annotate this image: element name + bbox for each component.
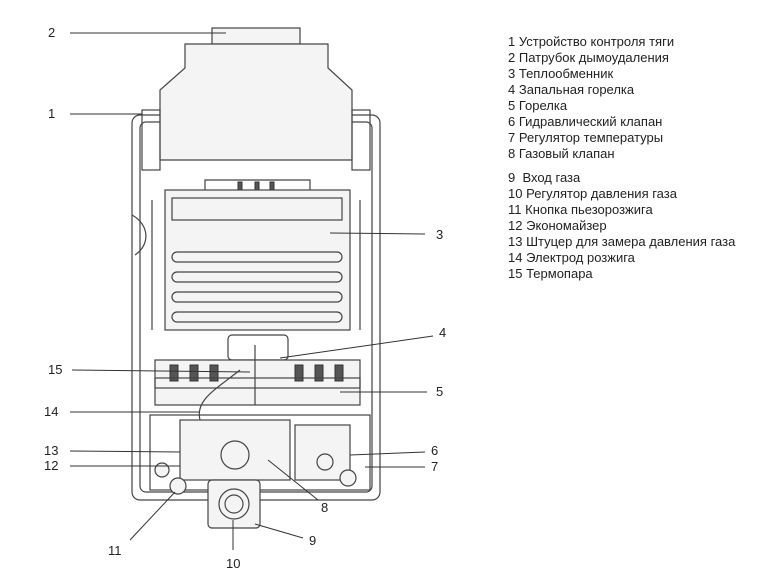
callout-4: 4	[439, 325, 446, 340]
callout-numbers: 2 1 3 4 15 5 14 6 13 12 7 8 9 10 11	[44, 25, 446, 571]
legend-item: 14 Электрод розжига	[508, 250, 635, 265]
hydraulic-valve	[294, 424, 351, 481]
piezo-button	[169, 477, 187, 495]
callout-11: 11	[108, 543, 122, 558]
callout-15: 15	[48, 362, 62, 377]
leader-lines	[69, 32, 434, 550]
legend-item: 13 Штуцер для замера давления газа	[508, 234, 736, 249]
legend: 1 Устройство контроля тяги 2 Патрубок ды…	[508, 34, 735, 282]
callout-10: 10	[226, 556, 240, 571]
heat-exchanger	[164, 189, 351, 331]
callout-2: 2	[48, 25, 55, 40]
legend-item: 6 Гидравлический клапан	[508, 114, 663, 129]
legend-item: 2 Патрубок дымоудаления	[508, 50, 669, 65]
callout-9: 9	[309, 533, 316, 548]
callout-13: 13	[44, 443, 58, 458]
callout-6: 6	[431, 443, 438, 458]
callout-7: 7	[431, 459, 438, 474]
heater-drawing	[131, 27, 381, 529]
burner	[154, 359, 361, 406]
draft-hood	[159, 43, 353, 161]
legend-item: 3 Теплообменник	[508, 66, 614, 81]
legend-item: 9 Вход газа	[508, 170, 581, 185]
legend-item: 10 Регулятор давления газа	[508, 186, 677, 201]
legend-item: 8 Газовый клапан	[508, 146, 615, 161]
callout-14: 14	[44, 404, 58, 419]
legend-item: 15 Термопара	[508, 266, 593, 281]
callout-5: 5	[436, 384, 443, 399]
legend-item: 4 Запальная горелка	[508, 82, 635, 97]
legend-item: 5 Горелка	[508, 98, 568, 113]
legend-item: 11 Кнопка пьезорозжига	[508, 202, 653, 217]
flue-pipe	[211, 27, 301, 45]
callout-3: 3	[436, 227, 443, 242]
callout-8: 8	[321, 500, 328, 515]
legend-item: 12 Экономайзер	[508, 218, 607, 233]
legend-item: 1 Устройство контроля тяги	[508, 34, 675, 49]
legend-item: 7 Регулятор температуры	[508, 130, 664, 145]
callout-12: 12	[44, 458, 58, 473]
callout-1: 1	[48, 106, 55, 121]
